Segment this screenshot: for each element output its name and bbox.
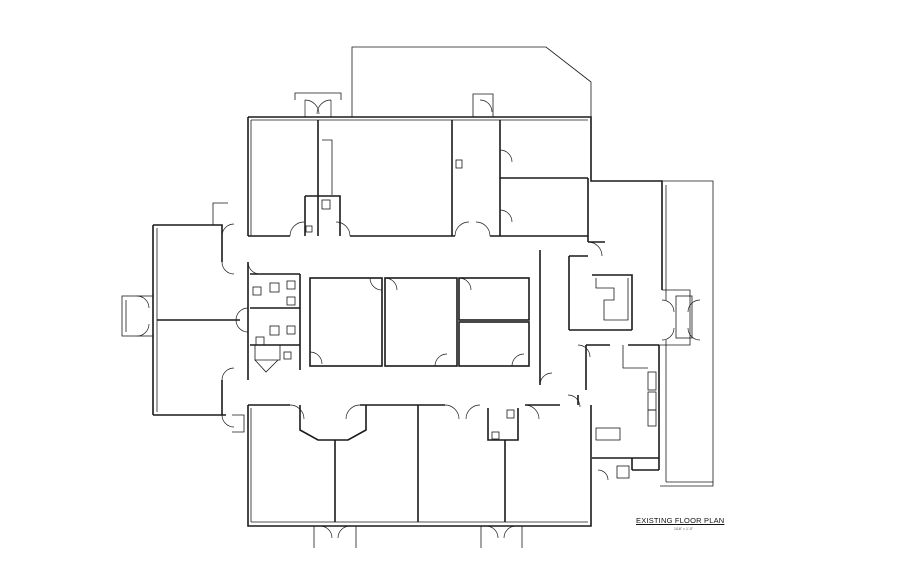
south-wing-exterior xyxy=(247,405,592,527)
top-canopy xyxy=(351,46,592,117)
central-room-4 xyxy=(458,321,530,367)
central-room-3 xyxy=(458,277,530,321)
central-room-2 xyxy=(384,277,458,367)
west-wing-exterior xyxy=(153,224,223,236)
north-wing-exterior xyxy=(248,116,663,290)
right-canopy xyxy=(660,180,714,487)
central-room-1 xyxy=(309,277,383,367)
plan-scale: 1/16" = 1'-0" xyxy=(674,527,694,531)
plan-title: EXISTING FLOOR PLAN xyxy=(636,516,725,525)
door-swings xyxy=(136,92,701,548)
